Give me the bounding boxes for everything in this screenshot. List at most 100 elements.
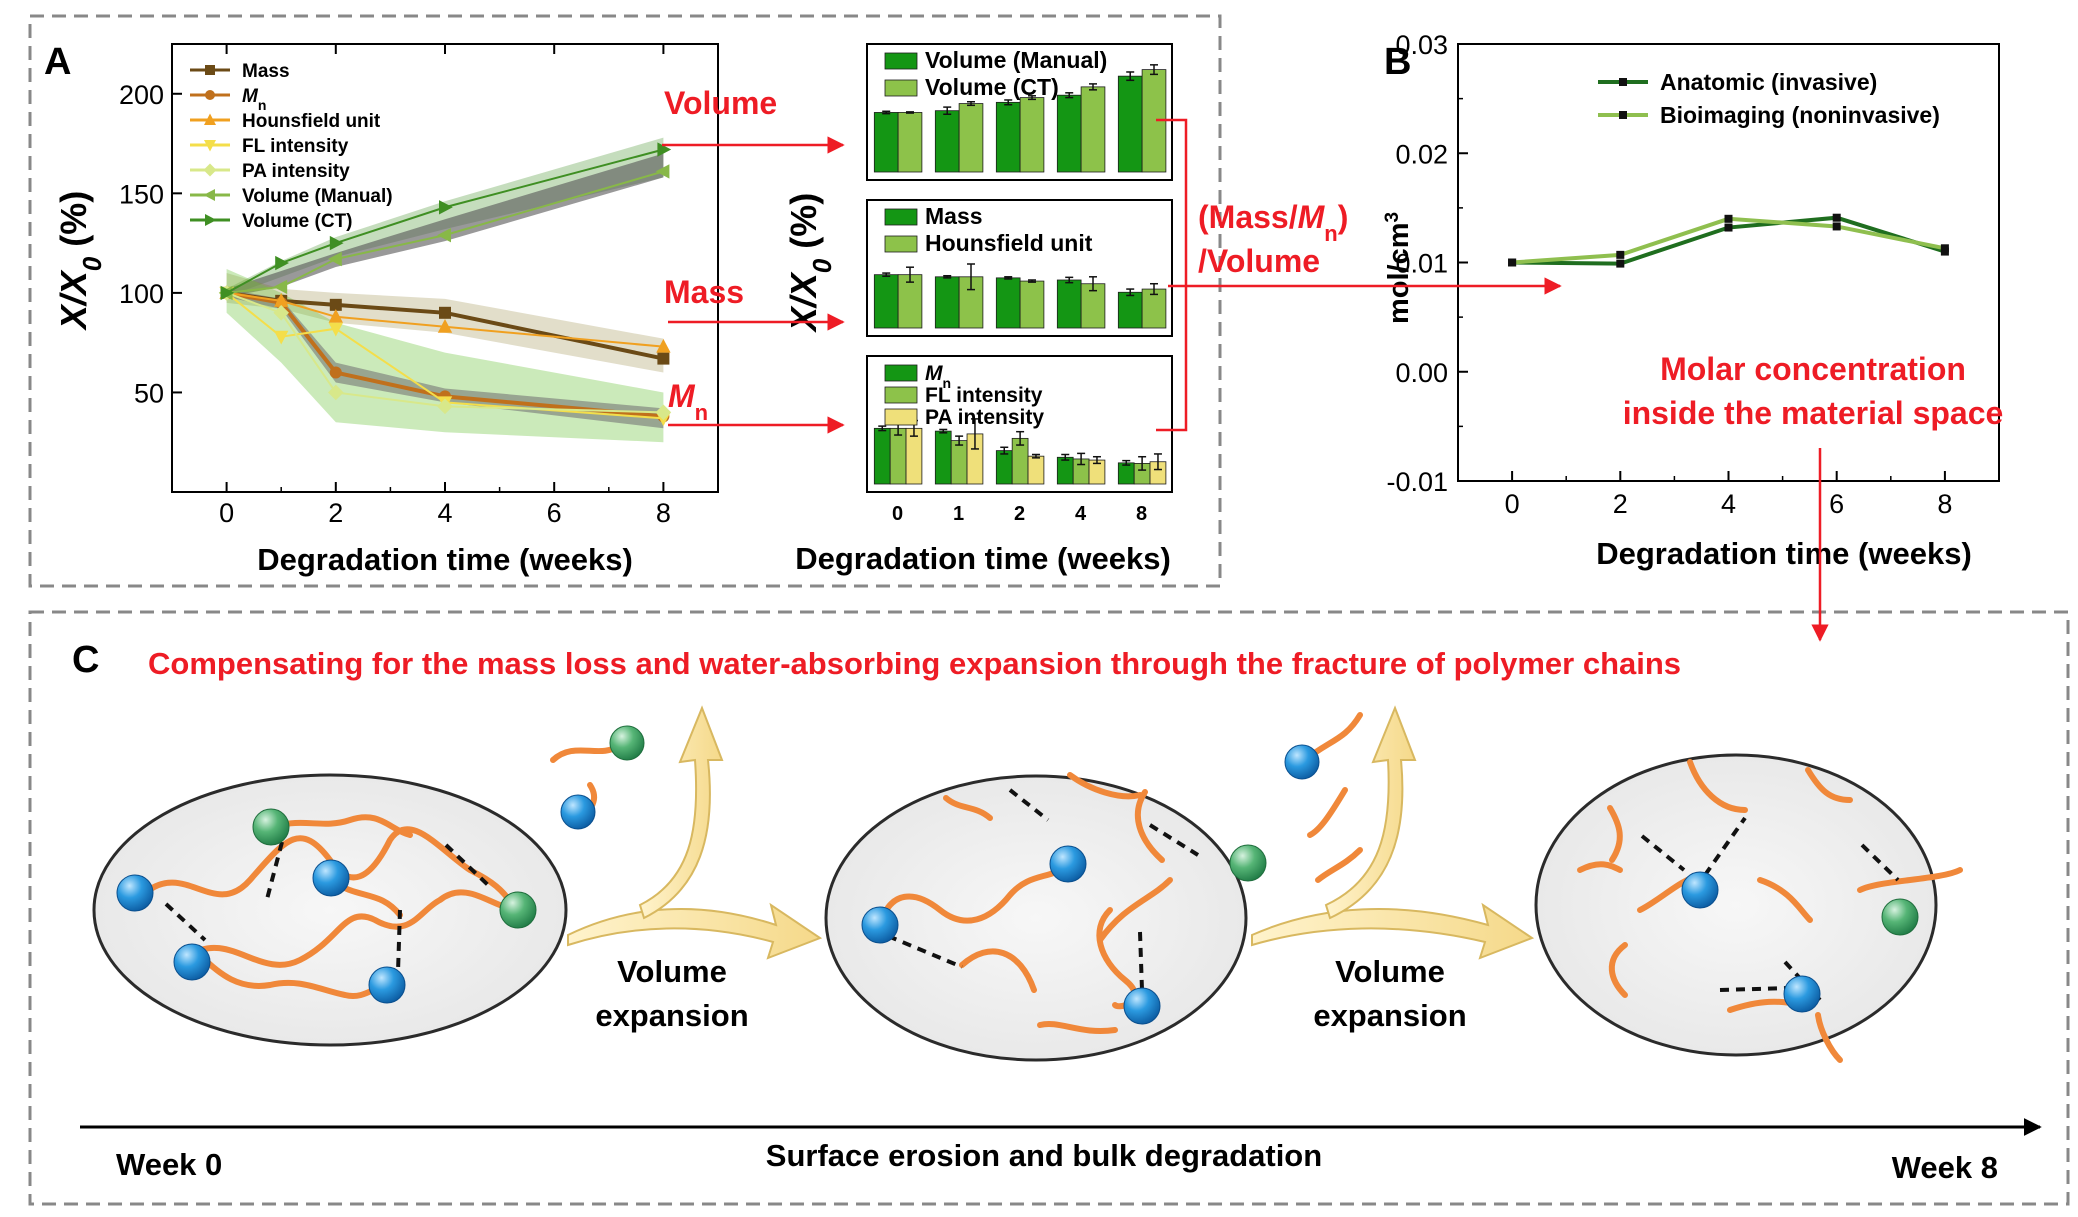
y-tick-label: 150 — [119, 179, 164, 209]
panel-c-schematic: Compensating for the mass loss and water… — [80, 646, 2042, 1185]
data-point — [328, 308, 343, 323]
bar-category-label: 0 — [892, 503, 903, 525]
data-point — [1940, 244, 1949, 253]
panel-label-c: C — [72, 639, 99, 681]
escape-arrow-1 — [638, 705, 724, 920]
data-point — [273, 279, 288, 295]
legend-label: FL intensity — [925, 384, 1043, 407]
y-axis-title: X/X0 (%) — [53, 191, 107, 332]
legend-label: Hounsfield unit — [242, 111, 381, 132]
bar — [934, 430, 952, 485]
x-tick-label: 0 — [219, 498, 234, 528]
blue-bead — [1681, 871, 1719, 909]
data-point — [274, 330, 289, 345]
bar — [873, 112, 899, 173]
week0-matrix — [92, 773, 568, 1047]
blue-bead — [1049, 845, 1087, 883]
panel-c-frame — [28, 610, 2070, 1206]
timeline-end: Week 8 — [1892, 1150, 1998, 1185]
x-tick-label: 6 — [1829, 489, 1844, 519]
legend-label: PA intensity — [925, 406, 1044, 429]
x-tick-label: 4 — [1721, 489, 1736, 519]
x-tick-label: 8 — [1937, 489, 1952, 519]
y-tick-label: 0.00 — [1395, 358, 1448, 388]
escape-arrow-2 — [1324, 705, 1417, 920]
mid-stage-polymer-chains — [877, 772, 1173, 1034]
data-point — [274, 293, 289, 307]
data-point — [437, 227, 451, 243]
bar — [1056, 94, 1082, 173]
y-tick-label: 50 — [134, 378, 164, 408]
legend-swatch — [884, 408, 918, 426]
flow-label-mass: Mass — [664, 274, 744, 310]
bar — [958, 103, 984, 173]
panel-label-a: A — [44, 41, 71, 83]
bar — [873, 274, 899, 329]
blue-bead — [312, 859, 350, 897]
bar — [1117, 75, 1143, 173]
data-point — [657, 352, 670, 365]
legend-label: Mn — [242, 86, 266, 113]
subplot-frame — [866, 43, 1173, 181]
bar — [995, 101, 1021, 173]
green-bead — [1229, 844, 1267, 882]
legend-swatch — [884, 386, 918, 404]
legend-label: Anatomic (invasive) — [1660, 69, 1877, 95]
blue-bead — [560, 794, 596, 830]
data-point — [275, 255, 289, 271]
data-point — [1724, 214, 1733, 223]
data-point — [439, 200, 453, 215]
bar — [934, 110, 960, 173]
step1-label-line2: expansion — [595, 998, 748, 1033]
data-point — [1616, 250, 1625, 259]
bar-category-label: 8 — [1136, 503, 1147, 525]
step1-label-line1: Volume — [617, 954, 727, 989]
data-point — [1616, 259, 1625, 268]
x-tick-label: 2 — [1613, 489, 1628, 519]
bar — [1056, 279, 1082, 329]
legend-label: Bioimaging (noninvasive) — [1660, 102, 1940, 128]
bar — [1027, 455, 1045, 485]
data-point — [329, 235, 344, 251]
y-tick-label: 200 — [119, 80, 164, 110]
bar — [1117, 291, 1143, 329]
data-series — [218, 142, 672, 427]
y-tick-label: -0.01 — [1386, 467, 1448, 497]
y-tick-label: 0.03 — [1395, 30, 1448, 60]
ratio-label-line2: /Volume — [1198, 243, 1320, 279]
data-point — [329, 298, 342, 311]
data-point — [328, 251, 342, 267]
mid-stage-beads — [861, 844, 1267, 1025]
x-tick-label: 6 — [547, 498, 562, 528]
data-point — [273, 305, 289, 321]
blue-bead — [116, 874, 154, 912]
blue-bead — [861, 906, 899, 944]
ratio-label-line1: (Mass/Mn) — [1198, 199, 1348, 246]
escaped-fragments-2 — [1284, 712, 1363, 883]
data-point — [328, 384, 344, 401]
bar — [889, 427, 907, 485]
legend-marker — [205, 65, 215, 75]
data-point — [1832, 222, 1841, 231]
data-point — [439, 306, 451, 319]
bar-category-label: 1 — [953, 503, 964, 525]
timeline-start: Week 0 — [116, 1147, 222, 1182]
green-bead — [252, 808, 290, 846]
data-point — [1724, 223, 1733, 232]
data-point — [328, 322, 343, 337]
bar — [873, 427, 891, 485]
data-point — [1832, 213, 1841, 222]
legend-label: Mn — [925, 362, 951, 391]
legend-marker — [204, 140, 216, 152]
data-point — [220, 285, 235, 301]
x-axis-title: Degradation time (weeks) — [257, 542, 633, 577]
bar-y-axis-title: X/X0 (%) — [783, 193, 837, 334]
legend-swatch — [884, 208, 918, 226]
transition-arrow-2 — [1251, 902, 1535, 960]
x-tick-label: 8 — [656, 498, 671, 528]
flow-label-volume: Volume — [664, 85, 777, 121]
